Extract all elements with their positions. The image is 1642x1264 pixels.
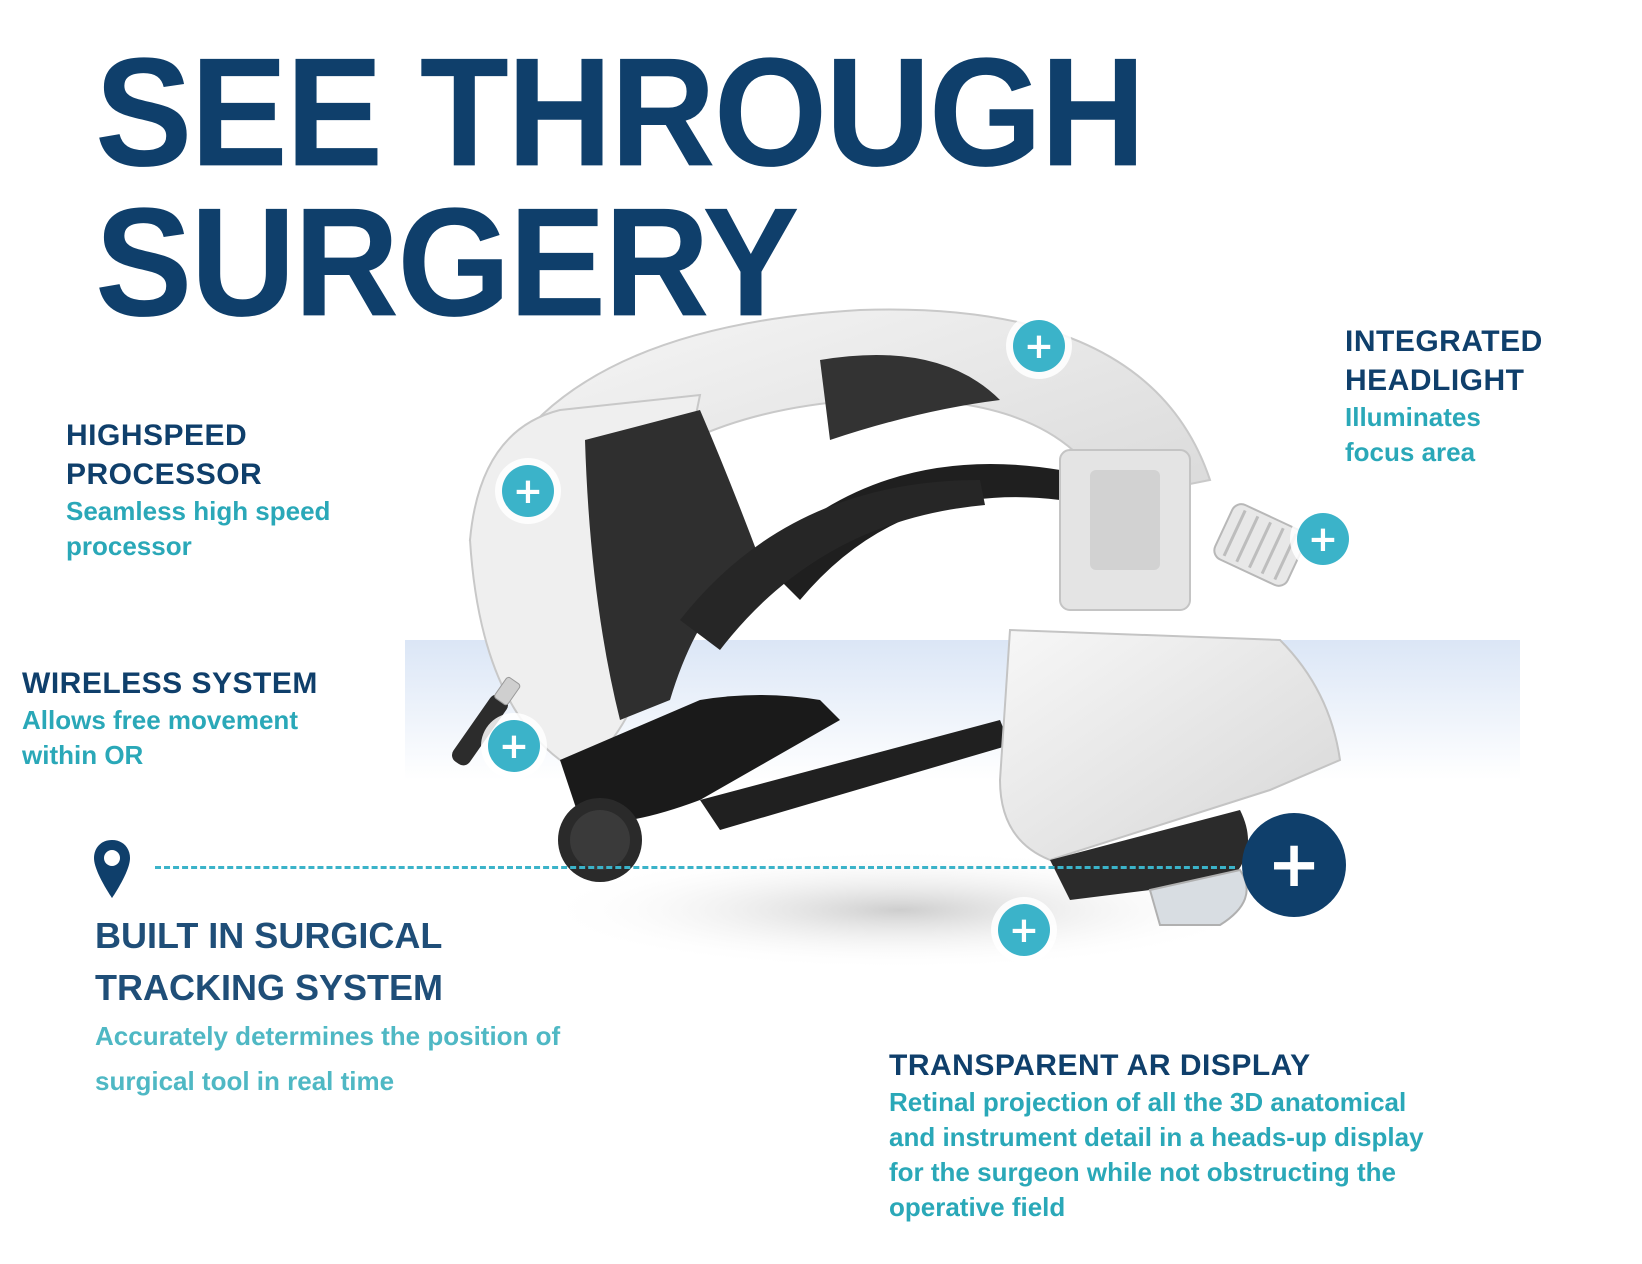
- hotspot-headlight-button[interactable]: +: [1297, 513, 1349, 565]
- feature-display-desc-1: Retinal projection of all the 3D anatomi…: [889, 1087, 1407, 1117]
- feature-processor-desc-2: processor: [66, 531, 192, 562]
- feature-display-desc-3: for the surgeon while not obstructing th…: [889, 1157, 1396, 1188]
- hotspot-display-button[interactable]: +: [998, 904, 1050, 956]
- feature-processor-desc-1: Seamless high speed: [66, 496, 331, 526]
- feature-wireless-desc-2: within OR: [22, 740, 144, 771]
- feature-wireless: WIRELESS SYSTEM Allows free movement wit…: [22, 664, 318, 773]
- location-pin-icon: [94, 840, 130, 898]
- hotspot-tracking-button[interactable]: +: [1242, 813, 1346, 917]
- feature-tracking-desc-2: surgical tool in real time: [95, 1065, 395, 1096]
- feature-tracking-desc-1: Accurately determines the position of: [95, 1021, 561, 1052]
- feature-headlight-desc-2: focus area: [1345, 437, 1476, 468]
- feature-headlight: INTEGRATED HEADLIGHT Illuminates focus a…: [1345, 322, 1543, 470]
- feature-display-desc-2: and instrument detail in a heads-up disp…: [889, 1122, 1424, 1153]
- page-title-line-1: SEE THROUGH: [95, 25, 1146, 199]
- hotspot-headband-button[interactable]: +: [1013, 320, 1065, 372]
- hotspot-wireless-button[interactable]: +: [488, 720, 540, 772]
- feature-processor: HIGHSPEED PROCESSOR Seamless high speed …: [66, 416, 330, 564]
- hotspot-processor-button[interactable]: +: [502, 465, 554, 517]
- feature-tracking-heading-1: BUILT IN SURGICAL: [95, 915, 443, 956]
- tracking-leader-line: [155, 866, 1235, 869]
- feature-processor-heading-2: PROCESSOR: [66, 458, 263, 491]
- feature-display: TRANSPARENT AR DISPLAY Retinal projectio…: [889, 1046, 1424, 1225]
- feature-wireless-heading: WIRELESS SYSTEM: [22, 667, 318, 700]
- feature-headlight-desc-1: Illuminates: [1345, 402, 1481, 432]
- page-title-line-2: SURGERY: [95, 175, 800, 349]
- feature-tracking: BUILT IN SURGICAL TRACKING SYSTEM Accura…: [95, 910, 560, 1103]
- feature-headlight-heading-2: HEADLIGHT: [1345, 364, 1525, 397]
- feature-processor-heading-1: HIGHSPEED: [66, 419, 248, 452]
- feature-tracking-heading-2: TRACKING SYSTEM: [95, 967, 444, 1009]
- feature-wireless-desc-1: Allows free movement: [22, 705, 298, 735]
- feature-display-desc-4: operative field: [889, 1192, 1066, 1223]
- feature-display-heading: TRANSPARENT AR DISPLAY: [889, 1049, 1311, 1082]
- feature-headlight-heading-1: INTEGRATED: [1345, 325, 1543, 358]
